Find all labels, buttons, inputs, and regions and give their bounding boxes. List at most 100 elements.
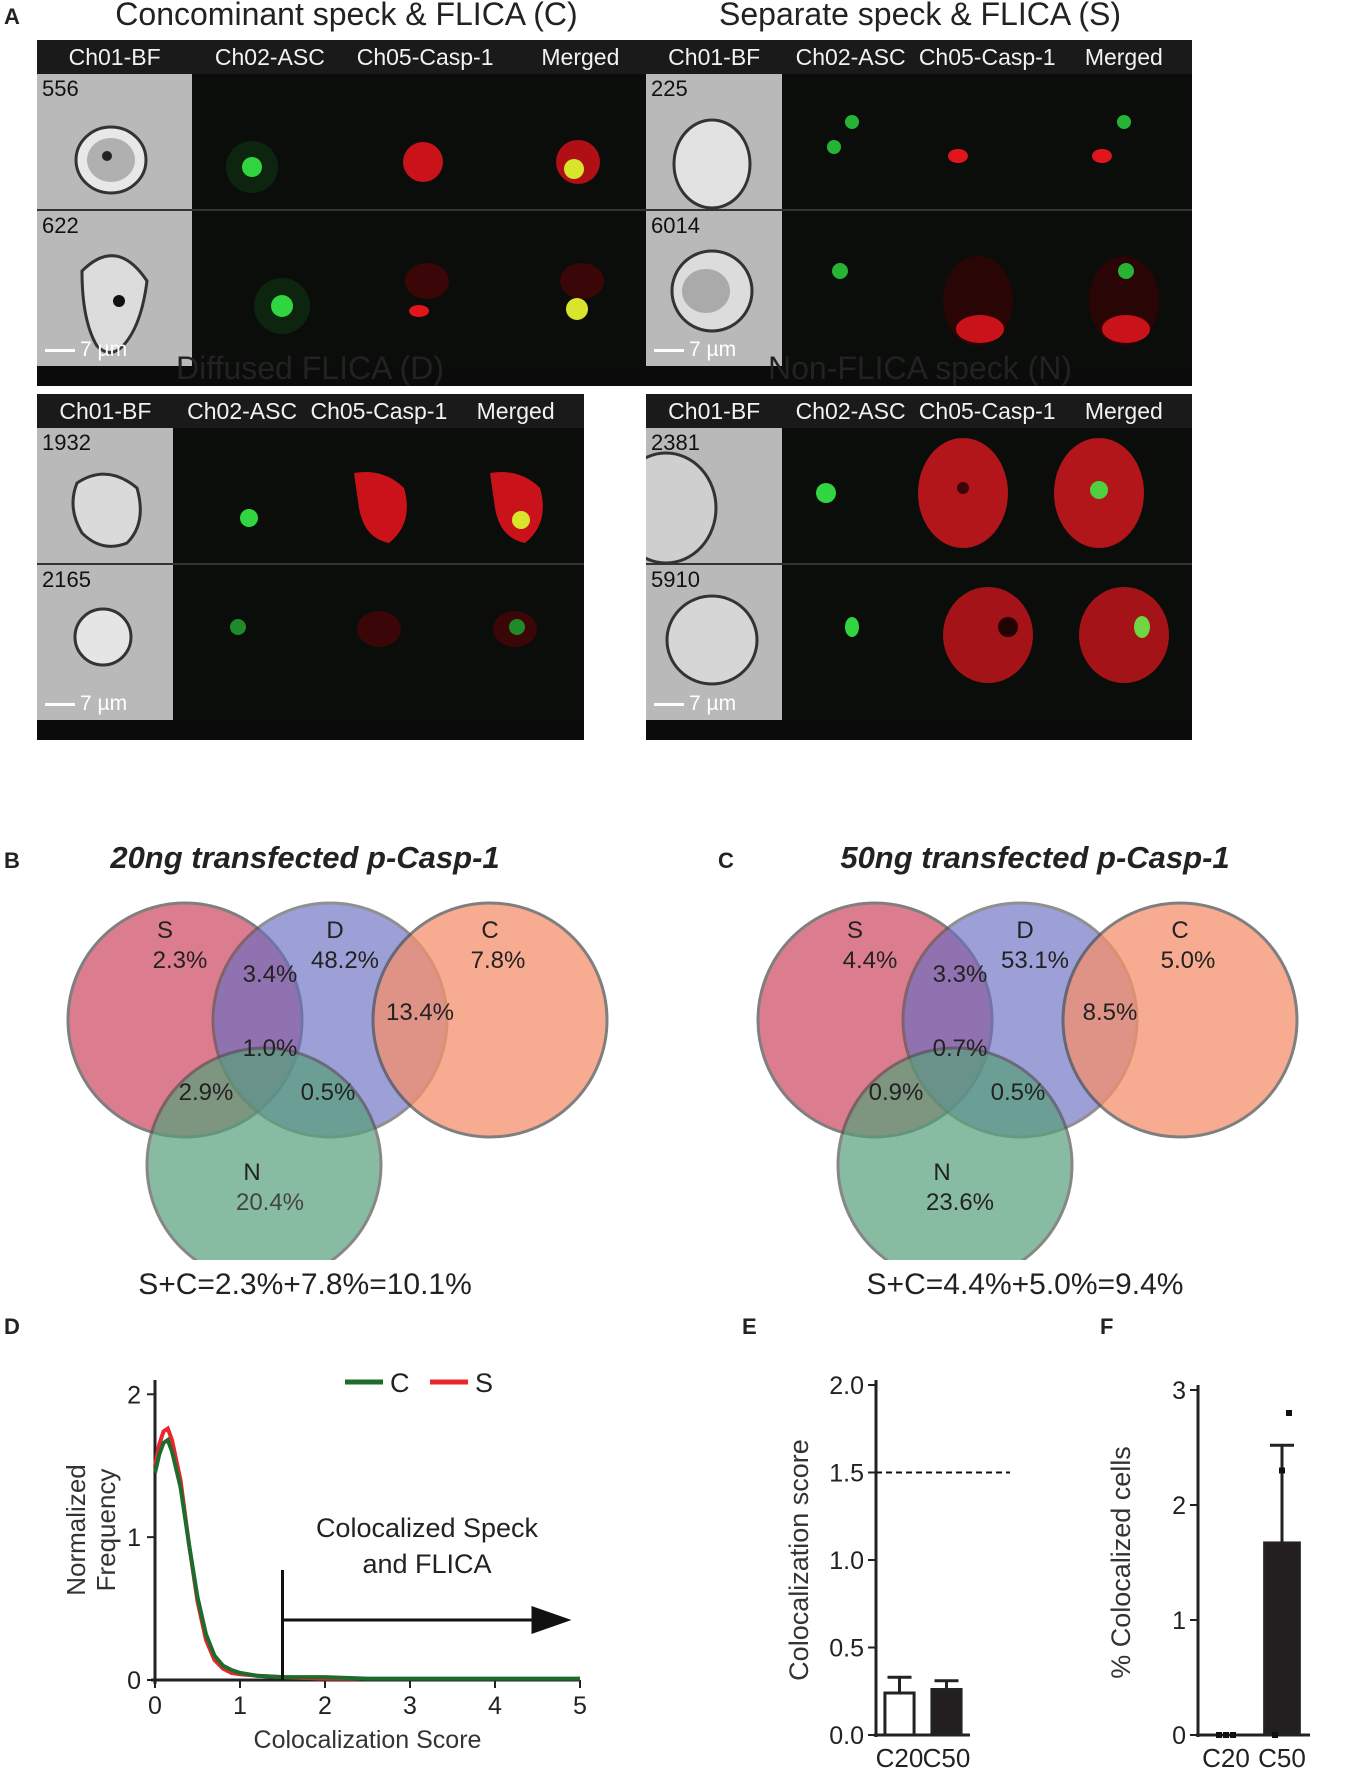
venn-value-sdn: 0.7% xyxy=(933,1035,988,1062)
y-tick-label: 0.5 xyxy=(829,1635,864,1663)
y-axis-label-2: Frequency xyxy=(91,1469,121,1592)
group-title-d: Diffused FLICA (D) xyxy=(176,350,444,386)
venn-value-dn: 0.5% xyxy=(301,1079,356,1106)
merged-image xyxy=(502,74,657,229)
cell-number: 6014 xyxy=(651,213,700,238)
x-tick-label: 5 xyxy=(573,1692,587,1720)
venn-value-d: 48.2% xyxy=(311,947,379,974)
channel-bf: Ch01-BF xyxy=(668,44,761,70)
venn-title-20: 20ng transfected p-Casp-1 xyxy=(110,840,500,875)
asc-image xyxy=(173,428,309,583)
cell-number: 556 xyxy=(42,76,79,101)
legend-label-c: C xyxy=(390,1368,410,1398)
asc-image xyxy=(782,211,918,366)
channel-merged: Merged xyxy=(1084,44,1163,70)
venn-value-d: 53.1% xyxy=(1001,947,1069,974)
merged-image xyxy=(1054,428,1192,583)
data-point-c20 xyxy=(1216,1732,1222,1738)
asc-image xyxy=(782,74,918,229)
y-tick-label: 1.5 xyxy=(829,1460,864,1488)
venn-label-d: D xyxy=(326,917,343,944)
bar-c50 xyxy=(1263,1541,1301,1737)
asc-image xyxy=(192,74,347,229)
channel-header: Ch01-BF Ch02-ASC Ch05-Casp-1 Merged xyxy=(37,40,658,74)
cell-number: 2381 xyxy=(651,430,700,455)
y-tick-label: 3 xyxy=(1172,1377,1186,1405)
bf-image: 622 7 µm xyxy=(37,211,192,366)
venn-value-dc: 13.4% xyxy=(386,999,454,1026)
series-line-s xyxy=(153,1425,359,1681)
casp1-image xyxy=(309,565,445,720)
x-axis-label: Colocalization Score xyxy=(254,1726,482,1754)
cell-number: 5910 xyxy=(651,567,700,592)
panel-letter-c: C xyxy=(718,848,734,873)
cell-number: 622 xyxy=(42,213,79,238)
venn-label-s: S xyxy=(847,917,863,944)
asc-image xyxy=(782,428,918,583)
bf-image: 225 xyxy=(646,74,782,229)
venn-circle-n xyxy=(145,1046,383,1260)
venn-value-dc: 8.5% xyxy=(1083,999,1138,1026)
y-tick-label: 2 xyxy=(1172,1492,1186,1520)
asc-image xyxy=(782,565,918,720)
scale-bar: 7 µm xyxy=(45,692,127,716)
cell-number: 1932 xyxy=(42,430,91,455)
venn-value-n: 20.4% xyxy=(236,1189,304,1216)
y-tick-label: 0.0 xyxy=(829,1722,864,1750)
x-tick-label: 0 xyxy=(148,1692,162,1720)
asc-image xyxy=(192,211,347,366)
venn-label-c: C xyxy=(481,917,498,944)
channel-bf: Ch01-BF xyxy=(59,398,152,424)
annotation-line-1: Colocalized Speck xyxy=(316,1513,539,1543)
annotation-line-2: and FLICA xyxy=(362,1549,491,1579)
y-tick-label: 1 xyxy=(1172,1607,1186,1635)
bf-image: 2381 xyxy=(646,428,782,583)
venn-circle-c xyxy=(371,901,609,1139)
data-point-c20 xyxy=(1223,1732,1229,1738)
bf-image: 2165 7 µm xyxy=(37,565,173,720)
venn-title-50: 50ng transfected p-Casp-1 xyxy=(840,840,1230,875)
annotation-arrowhead xyxy=(531,1606,572,1634)
image-panel-c: Ch01-BF Ch02-ASC Ch05-Casp-1 Merged 556 … xyxy=(37,40,658,386)
x-tick-label: 1 xyxy=(233,1692,247,1720)
casp1-image xyxy=(918,74,1054,229)
venn-50: S 4.4% D 53.1% C 5.0% 3.3% 8.5% 0.7% 0.9… xyxy=(756,901,1299,1260)
bf-image: 5910 7 µm xyxy=(646,565,782,720)
venn-label-n: N xyxy=(933,1159,950,1186)
panel-letter-d: D xyxy=(4,1314,20,1339)
venn-label-n: N xyxy=(243,1159,260,1186)
venn-value-sdn: 1.0% xyxy=(243,1035,298,1062)
channel-asc: Ch02-ASC xyxy=(187,398,298,424)
channel-asc: Ch02-ASC xyxy=(795,398,906,424)
venn-label-c: C xyxy=(1171,917,1188,944)
x-tick-label-c50: C50 xyxy=(923,1743,971,1773)
scale-bar: 7 µm xyxy=(45,338,127,362)
x-tick-label-c20: C20 xyxy=(1202,1743,1250,1773)
panel-letter-b: B xyxy=(4,848,20,873)
merged-image xyxy=(445,565,584,720)
image-panel-s: Ch01-BF Ch02-ASC Ch05-Casp-1 Merged 225 … xyxy=(646,40,1192,386)
data-point-c50 xyxy=(1286,1410,1292,1416)
venn-circle-n xyxy=(836,1046,1074,1260)
equation-20: S+C=2.3%+7.8%=10.1% xyxy=(138,1268,472,1301)
image-panel-d: Ch01-BF Ch02-ASC Ch05-Casp-1 Merged 1932… xyxy=(37,394,584,740)
channel-merged: Merged xyxy=(541,44,620,70)
casp1-image xyxy=(918,428,1054,583)
y-axis-label-1: Normalized xyxy=(61,1464,91,1596)
y-tick-label: 2 xyxy=(127,1381,141,1409)
venn-value-dn: 0.5% xyxy=(991,1079,1046,1106)
panel-letter-f: F xyxy=(1100,1314,1114,1339)
y-tick-label: 0 xyxy=(1172,1722,1186,1750)
x-tick-label: 3 xyxy=(403,1692,417,1720)
data-point-c20 xyxy=(1230,1732,1236,1738)
cell-number: 225 xyxy=(651,76,688,101)
data-point-c50 xyxy=(1279,1467,1285,1474)
merged-image xyxy=(445,428,584,583)
channel-merged: Merged xyxy=(1084,398,1163,424)
y-axis-label: Colocalization score xyxy=(784,1439,814,1681)
y-tick-label: 1 xyxy=(127,1524,141,1552)
channel-asc: Ch02-ASC xyxy=(214,44,325,70)
channel-casp1: Ch05-Casp-1 xyxy=(356,44,494,70)
